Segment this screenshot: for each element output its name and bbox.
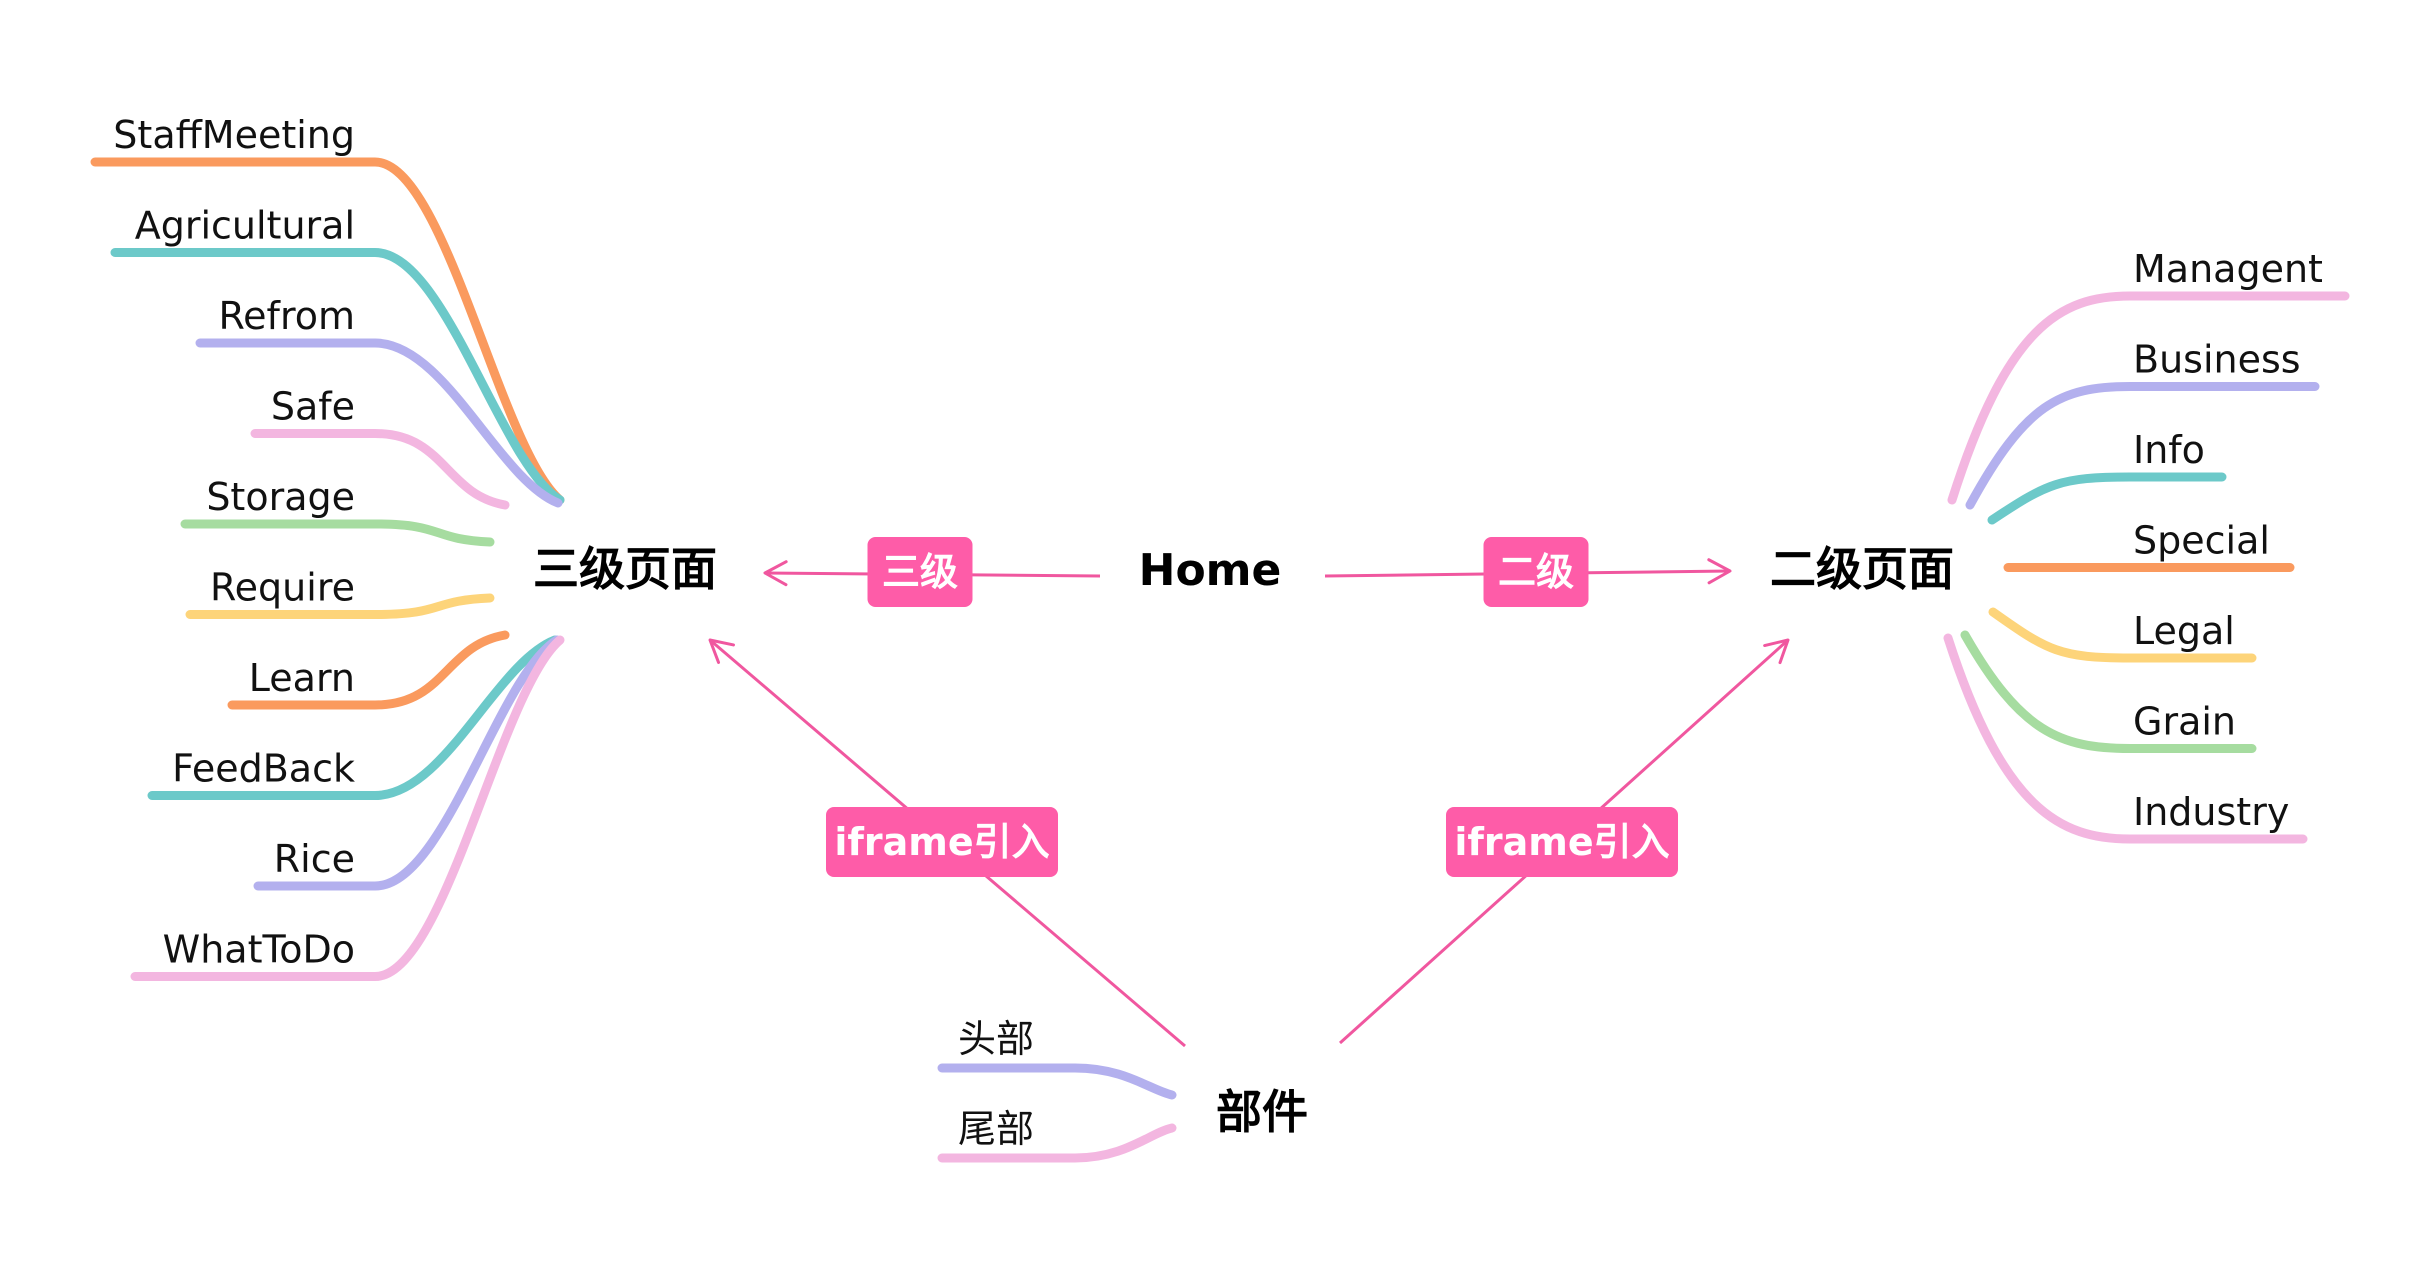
edge-home-right-tag: 二级 [1498,550,1574,594]
arrow-home-to-right-arrowhead [1707,558,1732,585]
left-leaf-label[interactable]: Safe [271,385,355,429]
branch-line-right-6 [1943,633,2308,844]
branch-line-left-3 [250,429,510,510]
left-leaf-label[interactable]: Storage [206,475,355,519]
bottom-leaf-label[interactable]: 头部 [958,1017,1034,1061]
left-leaf-label[interactable]: FeedBack [172,747,355,791]
left-leaf-label[interactable]: Refrom [218,294,355,338]
home-node[interactable]: Home [1139,545,1282,596]
left-hub-node[interactable]: 三级页面 [533,542,717,596]
branch-line-right-1 [1965,382,2320,510]
node-labels: StaffMeetingAgriculturalRefromSafeStorag… [113,113,2323,1151]
branch-line-left-0 [90,157,565,505]
branch-line-right-5 [1960,630,2257,753]
edge-bottom-left-tag: iframe引入 [834,820,1049,864]
branch-line-left-9 [130,635,565,981]
arrow-bottom-to-left-arrowhead [708,638,735,664]
arrow-bottom-to-right-arrowhead [1763,638,1790,665]
edge-bottom-left-tag-bg [826,807,1058,877]
right-leaf-label[interactable]: Industry [2133,790,2289,834]
right-leaf-label[interactable]: Grain [2133,700,2236,744]
left-leaf-label[interactable]: Learn [249,656,355,700]
right-leaf-label[interactable]: Managent [2133,247,2323,291]
right-hub-node[interactable]: 二级页面 [1770,542,1954,596]
branch-line-left-2 [195,338,563,508]
edge-bottom-right-tag: iframe引入 [1454,820,1669,864]
edge-home-left-tag-bg [867,537,973,607]
branch-line-left-1 [110,248,565,505]
branch-line-left-6 [227,630,510,710]
bottom-hub-node[interactable]: 部件 [1216,1085,1308,1139]
left-leaf-label[interactable]: Agricultural [135,204,355,248]
branch-line-right-0 [1947,291,2350,505]
left-leaf-label[interactable]: StaffMeeting [113,113,355,157]
arrow-home-to-left-arrowhead [763,560,788,587]
edge-bottom-right-tag-bg [1446,807,1678,877]
branch-line-left-4 [180,519,495,547]
edge-home-left-tag: 三级 [882,550,958,594]
relation-arrows: 三级 二级 iframe引入 iframe引入 [708,537,1790,1048]
branch-line-right-4 [1988,607,2257,663]
branch-lines [90,157,2350,1163]
left-leaf-label[interactable]: WhatToDo [163,928,355,972]
branch-line-left-5 [185,593,495,619]
bottom-leaf-label[interactable]: 尾部 [958,1107,1034,1151]
left-leaf-label[interactable]: Rice [274,837,355,881]
branch-line-right-2 [1987,472,2227,525]
branch-line-bottom-1 [937,1123,1177,1163]
left-leaf-label[interactable]: Require [210,566,355,610]
edge-home-right-tag-bg [1483,537,1589,607]
right-leaf-label[interactable]: Business [2133,338,2301,382]
branch-line-left-8 [253,635,562,891]
right-leaf-label[interactable]: Info [2133,428,2205,472]
branch-line-bottom-0 [937,1063,1177,1100]
right-leaf-label[interactable]: Special [2133,519,2270,563]
branch-line-left-7 [147,635,560,800]
right-leaf-label[interactable]: Legal [2133,609,2235,653]
